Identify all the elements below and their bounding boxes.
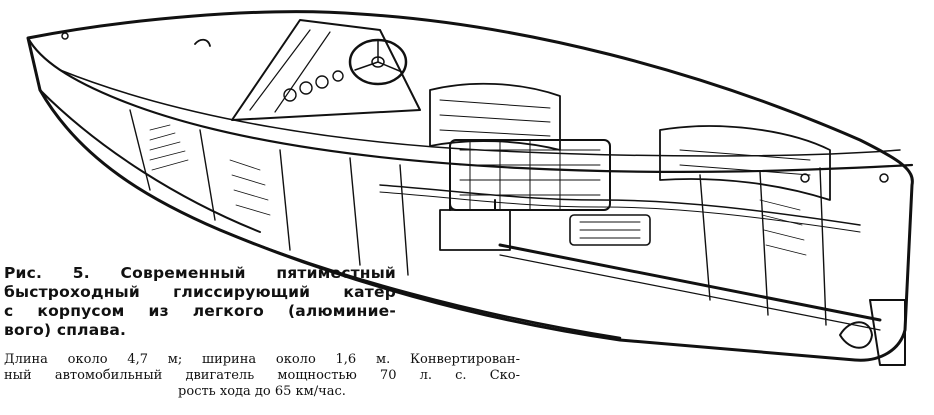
rudder bbox=[869, 299, 906, 366]
caption-title-line: вого) сплава. bbox=[4, 321, 127, 339]
caption-title-line: с корпусом из легкого (алюминие- bbox=[4, 302, 396, 320]
caption-title-line: Рис. 5. Современный пятиместный bbox=[4, 264, 396, 282]
rear-seat bbox=[659, 125, 831, 201]
windshield bbox=[231, 19, 421, 121]
caption-body-line: ный автомобильный двигатель мощностью 70… bbox=[4, 368, 520, 383]
figure-caption-title: Рис. 5. Современный пятиместный быстрохо… bbox=[4, 264, 396, 340]
battery bbox=[439, 209, 511, 251]
caption-body-line: рость хода до 65 км/час. bbox=[178, 384, 346, 399]
figure-caption-body: Длина около 4,7 м; ширина около 1,6 м. К… bbox=[4, 352, 520, 400]
propeller bbox=[839, 321, 873, 349]
caption-body-line: Длина около 4,7 м; ширина около 1,6 м. К… bbox=[4, 352, 520, 367]
caption-title-line: быстроходный глиссирующий катер bbox=[4, 283, 396, 301]
propeller-shaft bbox=[498, 243, 882, 322]
